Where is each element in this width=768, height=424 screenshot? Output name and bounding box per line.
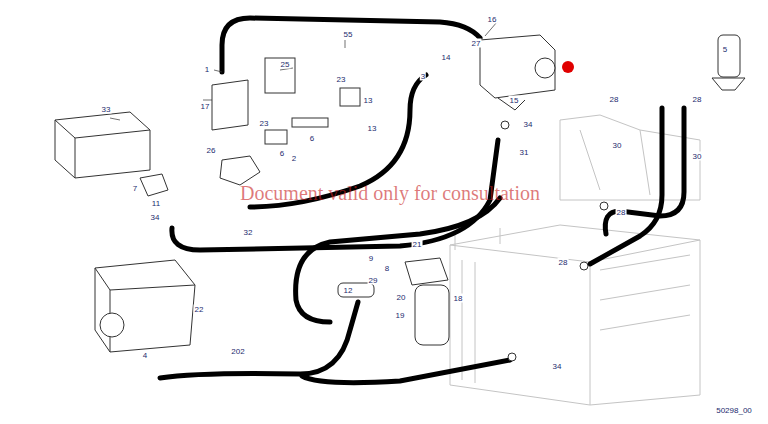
callout-number: 29 [368, 276, 379, 285]
callout-number: 33 [101, 105, 112, 114]
callout-number: 27 [471, 39, 482, 48]
callout-number: 1 [204, 65, 210, 74]
callout-number: 17 [200, 102, 211, 111]
callout-number: 13 [367, 124, 378, 133]
callout-number: 34 [150, 213, 161, 222]
callout-number: 34 [523, 120, 534, 129]
callout-number: 22 [194, 305, 205, 314]
callout-number: 12 [343, 286, 354, 295]
callout-number: 3 [420, 72, 426, 81]
callout-number: 31 [519, 148, 530, 157]
callout-number: 2 [291, 154, 297, 163]
callout-number: 6 [309, 134, 315, 143]
callout-number: 5 [722, 45, 728, 54]
callout-number: 28 [616, 208, 627, 217]
callout-number: 25 [280, 60, 291, 69]
callout-number: 19 [395, 311, 406, 320]
callout-number: 16 [487, 15, 498, 24]
callout-number: 50298_00 [715, 406, 753, 415]
callout-number: 30 [612, 141, 623, 150]
callout-number: 6 [279, 149, 285, 158]
callout-number: 13 [363, 96, 374, 105]
callout-number: 23 [259, 119, 270, 128]
watermark: Document valid only for consultation [240, 182, 540, 205]
callout-number: 23 [336, 75, 347, 84]
callout-number: 28 [692, 95, 703, 104]
callout-number: 32 [243, 228, 254, 237]
callout-number: 8 [384, 264, 390, 273]
callout-number: 28 [558, 258, 569, 267]
callout-number: 30 [692, 152, 703, 161]
callout-number: 21 [412, 240, 423, 249]
callout-number: 7 [132, 184, 138, 193]
callout-number: 55 [343, 30, 354, 39]
callout-number: 15 [509, 96, 520, 105]
callout-number: 14 [441, 53, 452, 62]
callout-number: 18 [453, 294, 464, 303]
callout-number: 4 [142, 351, 148, 360]
callout-number: 11 [151, 199, 161, 208]
callout-number: 202 [230, 347, 245, 356]
callout-number: 34 [552, 362, 563, 371]
callout-number: 26 [206, 146, 217, 155]
callout-number: 9 [368, 254, 374, 263]
callout-number: 28 [609, 95, 620, 104]
callout-number: 20 [396, 293, 407, 302]
